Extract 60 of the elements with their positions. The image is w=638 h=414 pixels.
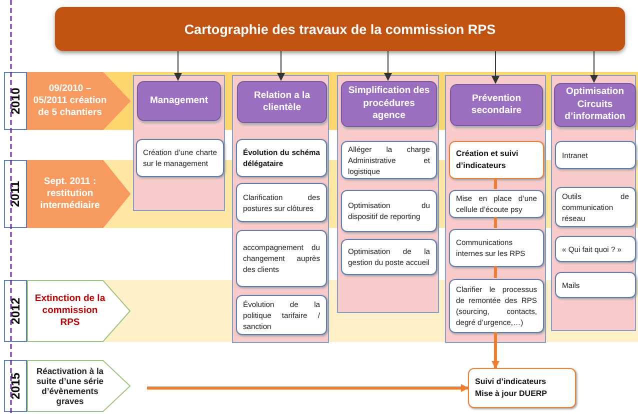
year-box (4, 360, 27, 412)
arrow (492, 50, 500, 84)
task-card (236, 183, 327, 222)
phase-text: Réactivation à la suite d’une série d’évènements graves (35, 366, 105, 406)
arrow (277, 50, 285, 81)
arrow (384, 50, 392, 81)
phase-tag (27, 160, 131, 228)
task-card (341, 190, 437, 232)
column-header (554, 83, 636, 127)
task-card (236, 230, 327, 287)
task-card (449, 141, 544, 179)
phase-text: 09/2010 – 05/2011 création de 5 chantiers (33, 83, 107, 119)
phase-text: Sept. 2011 : restitution intermédiaire (39, 176, 101, 212)
title-text: Cartographie des travaux de la commission RPS (184, 22, 496, 36)
year-label: 2011 (8, 180, 22, 208)
column-panel (551, 75, 636, 331)
phase-tag (27, 360, 131, 412)
task-card (449, 279, 544, 333)
task-card (449, 229, 544, 267)
task-card (555, 236, 636, 262)
task-card (236, 295, 327, 335)
arrow (174, 50, 182, 81)
column-panel (232, 75, 329, 343)
title-banner (55, 7, 625, 51)
year-label: 2010 (8, 88, 22, 114)
task-card (341, 239, 437, 275)
task-text: Mise à jour DUERP (475, 388, 548, 400)
year-box (4, 160, 27, 228)
arrow (147, 384, 469, 392)
task-card (555, 272, 636, 298)
column-header (137, 81, 221, 121)
task-card (136, 139, 224, 177)
header-text: Prévention secondaire (470, 92, 523, 118)
column-header (450, 84, 543, 126)
task-text: Suivi d’indicateurs (475, 376, 548, 388)
column-panel (133, 75, 225, 211)
arrow (590, 50, 598, 83)
year-label: 2012 (8, 298, 22, 324)
year-label: 2015 (8, 372, 22, 400)
task-card (236, 139, 327, 177)
column-header (237, 81, 327, 123)
task-card (449, 190, 544, 218)
header-text: Optimisation Circuits d’information (564, 86, 626, 124)
task-card (468, 368, 576, 408)
header-text: Simplification des procédures agence (347, 85, 431, 123)
column-panel (337, 75, 439, 313)
header-text: Relation a la clientèle (253, 90, 312, 114)
header-text: Management (150, 94, 208, 108)
arrow (492, 332, 500, 369)
column-panel (445, 75, 546, 343)
year-box (4, 280, 27, 342)
year-box (4, 72, 27, 130)
task-text: Création et suivi d’indicateurs (456, 148, 520, 172)
task-card (555, 141, 636, 169)
phase-tag (27, 72, 131, 130)
task-card (341, 141, 437, 179)
phase-tag (27, 280, 131, 342)
phase-text: Extinction de la commission RPS (34, 293, 106, 329)
column-header (341, 81, 437, 127)
task-card (555, 187, 636, 227)
